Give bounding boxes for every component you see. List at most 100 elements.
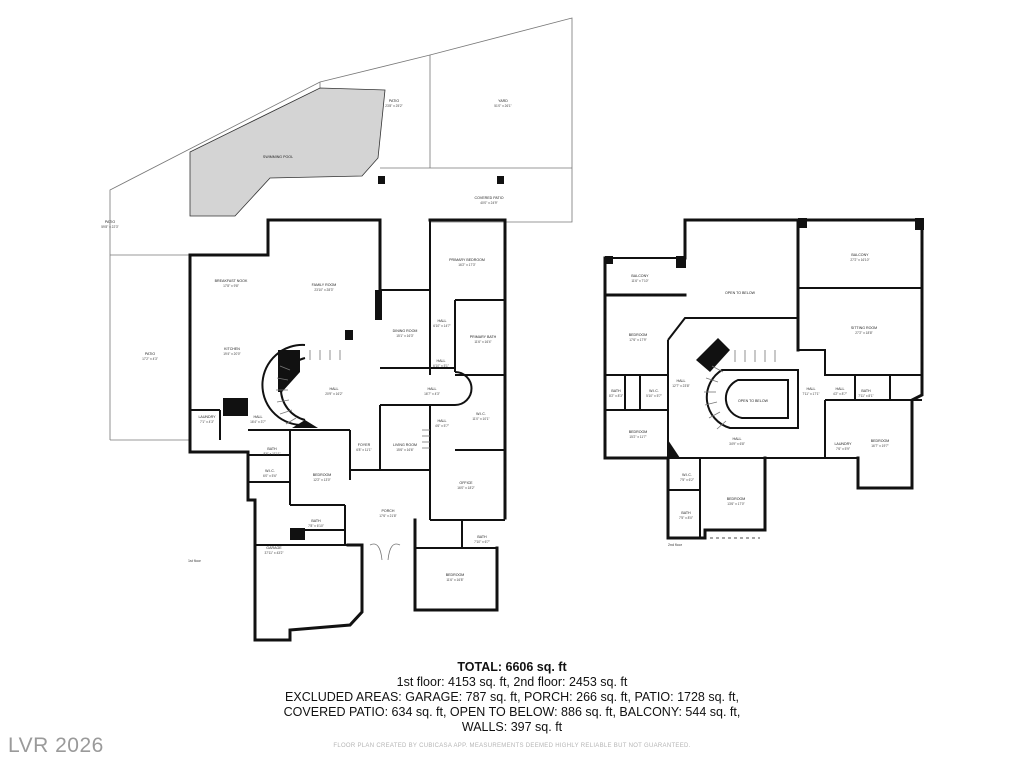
- first-floor-label: 1st floor: [188, 559, 202, 563]
- room-dimensions: 12'2" x 13'0": [313, 478, 330, 482]
- room-dimensions: 8'6" x 11'11": [263, 452, 280, 456]
- room-label: BATH: [311, 519, 321, 523]
- outdoor-areas: [109, 17, 573, 441]
- room-dimensions: 59'8" x 22'3": [101, 225, 118, 229]
- room-labels: SWIMMING POOL PATIO 23'8" x 25'2" YARD 5…: [101, 99, 889, 582]
- room-dimensions: 23'10" x 28'3": [314, 288, 333, 292]
- room-label: OPEN TO BELOW: [725, 291, 756, 295]
- room-dimensions: 12'7" x 23'8": [672, 384, 689, 388]
- room-dimensions: 5'10" x 5'7": [646, 394, 662, 398]
- first-floor-walls: [188, 218, 507, 642]
- room-dimensions: 7'11" x 8'1": [858, 394, 873, 398]
- room-dimensions: 11'0" x 10'1": [472, 417, 489, 421]
- room-label: HALL: [428, 387, 437, 391]
- room-dimensions: 6'10" x 14'7": [433, 324, 450, 328]
- room-label: LAUNDRY: [834, 442, 852, 446]
- room-label: HALL: [836, 387, 845, 391]
- room-dimensions: 11'6" x 16'8": [446, 578, 463, 582]
- room-dimensions: 4'6" x 5'7": [435, 424, 449, 428]
- room-label: HALL: [437, 359, 446, 363]
- room-dimensions: 4'2" x 8'7": [833, 392, 847, 396]
- room-dimensions: 16'4" x 3'7": [250, 420, 266, 424]
- room-label: W.I.C.: [682, 473, 692, 477]
- excluded-areas-line-2: COVERED PATIO: 634 sq. ft, OPEN TO BELOW…: [283, 705, 741, 719]
- room-label: BEDROOM: [446, 573, 465, 577]
- room-dimensions: 7'10" x 6'7": [474, 540, 490, 544]
- room-label: PATIO: [105, 220, 115, 224]
- disclaimer: FLOOR PLAN CREATED BY CUBICASA APP. MEAS…: [333, 743, 691, 749]
- room-label: HALL: [438, 419, 447, 423]
- room-dimensions: 23'8" x 25'2": [385, 104, 402, 108]
- room-dimensions: 17'2" x 4'3": [142, 357, 158, 361]
- room-label: HALL: [254, 415, 263, 419]
- room-label: BEDROOM: [871, 439, 890, 443]
- room-dimensions: 7'8" x 6'10": [308, 524, 324, 528]
- room-label: BEDROOM: [629, 333, 648, 337]
- second-floor-windows: [604, 219, 923, 539]
- room-label: BALCONY: [851, 253, 869, 257]
- room-label: PATIO: [389, 99, 399, 103]
- room-dimensions: 16'2" x 17'3": [458, 263, 475, 267]
- room-dimensions: 8'2" x 8'3": [609, 394, 623, 398]
- room-label: BATH: [477, 535, 487, 539]
- swimming-pool: [189, 87, 386, 217]
- room-label: W.I.C.: [265, 469, 275, 473]
- room-label: BATH: [267, 447, 277, 451]
- watermark: LVR 2026: [8, 734, 104, 757]
- room-dimensions: 16'7" x 4'3": [424, 392, 440, 396]
- room-label: COVERED PATIO: [474, 196, 503, 200]
- room-dimensions: 19'4" x 20'0": [223, 352, 240, 356]
- room-dimensions: 13'6" x 17'0": [727, 502, 744, 506]
- room-label: BATH: [861, 389, 871, 393]
- first-floor-stairs: [276, 350, 430, 449]
- room-dimensions: 7'5" x 8'0": [679, 516, 693, 520]
- room-dimensions: 16'0" x 18'2": [457, 486, 474, 490]
- room-dimensions: 11'6" x 16'4": [474, 340, 491, 344]
- room-dimensions: 20'9" x 16'2": [325, 392, 342, 396]
- room-label: LAUNDRY: [198, 415, 216, 419]
- room-dimensions: 6'10" x 5'1": [433, 364, 449, 368]
- room-label: BATH: [681, 511, 691, 515]
- room-dimensions: 17'6" x 17'9": [629, 338, 646, 342]
- second-floor-stairs: [704, 350, 776, 430]
- total-area: TOTAL: 6606 sq. ft: [457, 660, 567, 674]
- room-label: LIVING ROOM: [393, 443, 417, 447]
- room-label: BALCONY: [631, 274, 649, 278]
- room-label: PRIMARY BEDROOM: [449, 258, 485, 262]
- room-dimensions: 27'2" x 16'10": [850, 258, 869, 262]
- room-label: W.I.C.: [476, 412, 486, 416]
- room-dimensions: 7'5" x 6'2": [680, 478, 694, 482]
- room-label: BEDROOM: [313, 473, 332, 477]
- first-floor-windows: [189, 219, 506, 641]
- room-dimensions: 17'8" x 9'8": [223, 284, 239, 288]
- second-floor-walls: [603, 218, 924, 540]
- room-dimensions: 6'8" x 11'1": [356, 448, 371, 452]
- room-label: HALL: [330, 387, 339, 391]
- room-dimensions: 37'11" x 43'2": [264, 551, 283, 555]
- room-dimensions: 7'11" x 17'1": [802, 392, 819, 396]
- room-label: PATIO: [145, 352, 155, 356]
- room-label: BREAKFAST NOOK: [215, 279, 248, 283]
- second-floor-label: 2nd floor: [668, 543, 683, 547]
- room-label: OPEN TO BELOW: [738, 399, 769, 403]
- room-label: SITTING ROOM: [851, 326, 877, 330]
- room-label: HALL: [438, 319, 447, 323]
- room-dimensions: 40'0" x 24'9": [480, 201, 497, 205]
- room-dimensions: 7'1" x 4'3": [200, 420, 214, 424]
- room-label: BEDROOM: [727, 497, 746, 501]
- room-label: OFFICE: [459, 481, 473, 485]
- room-dimensions: 15'6" x 16'6": [396, 448, 413, 452]
- room-label: SWIMMING POOL: [263, 155, 293, 159]
- room-label: FOYER: [358, 443, 371, 447]
- room-label: W.I.C.: [649, 389, 659, 393]
- excluded-areas-line-1: EXCLUDED AREAS: GARAGE: 787 sq. ft, PORC…: [285, 690, 739, 704]
- room-dimensions: 15'2" x 11'7": [629, 435, 646, 439]
- room-dimensions: 6'0" x 5'6": [263, 474, 277, 478]
- room-dimensions: 15'1" x 16'3": [396, 334, 413, 338]
- room-dimensions: 27'2" x 18'8": [855, 331, 872, 335]
- room-dimensions: 51'0" x 26'1": [494, 104, 511, 108]
- room-label: PORCH: [382, 509, 395, 513]
- room-dimensions: 34'9" x 6'8": [729, 442, 745, 446]
- room-label: DINING ROOM: [393, 329, 418, 333]
- room-label: GARAGE: [266, 546, 282, 550]
